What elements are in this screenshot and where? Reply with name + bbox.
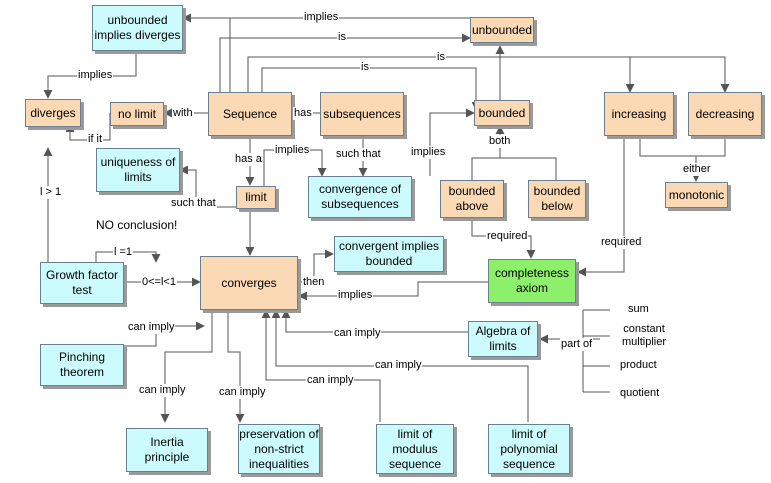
label-if-it: if it bbox=[87, 133, 104, 146]
label-implies-limit: implies bbox=[274, 144, 311, 157]
label-either: either bbox=[682, 163, 712, 176]
subsequences-node[interactable]: subsequences bbox=[320, 92, 404, 136]
label-required-2: required bbox=[600, 236, 643, 249]
inertia-principle-node[interactable]: Inertia principle bbox=[126, 428, 208, 472]
label-is-1: is bbox=[337, 31, 347, 44]
label-such-that-1: such that bbox=[335, 148, 382, 161]
convergence-of-subsequences-node[interactable]: convergence of subsequences bbox=[308, 176, 412, 218]
completeness-axiom-node[interactable]: completeness axiom bbox=[488, 259, 576, 303]
label-l-gt-1: l > 1 bbox=[39, 186, 63, 199]
label-is-2: is bbox=[436, 51, 446, 64]
monotonic-node[interactable]: monotonic bbox=[665, 182, 728, 208]
pinching-theorem-node[interactable]: Pinching theorem bbox=[40, 344, 124, 386]
growth-factor-test-node[interactable]: Growth factor test bbox=[40, 262, 124, 304]
bounded-above-node[interactable]: bounded above bbox=[440, 180, 504, 218]
label-part-of: part of bbox=[560, 338, 594, 351]
label-required-1: required bbox=[486, 230, 529, 243]
no-limit-node[interactable]: no limit bbox=[110, 102, 164, 126]
bounded-node[interactable]: bounded bbox=[474, 100, 530, 126]
algebra-part-constant-multiplier: constant multiplier bbox=[621, 323, 666, 348]
label-implies-converges: implies bbox=[337, 289, 374, 302]
algebra-part-quotient: quotient bbox=[620, 387, 660, 399]
unbounded-implies-diverges-node[interactable]: unbounded implies diverges bbox=[92, 5, 183, 51]
decreasing-node[interactable]: decreasing bbox=[688, 92, 762, 136]
label-can-imply-4: can imply bbox=[306, 374, 355, 387]
bounded-below-node[interactable]: bounded below bbox=[528, 180, 586, 218]
limit-node[interactable]: limit bbox=[236, 186, 276, 209]
limit-of-polynomial-node[interactable]: limit of polynomial sequence bbox=[488, 424, 570, 474]
label-then: then bbox=[302, 276, 326, 289]
label-such-that-2: such that bbox=[170, 197, 217, 210]
label-l-eq-1: l =1 bbox=[113, 246, 134, 259]
converges-node[interactable]: converges bbox=[200, 256, 298, 310]
preservation-node[interactable]: preservation of non-strict inequalities bbox=[238, 424, 320, 474]
algebra-part-sum: sum bbox=[628, 303, 649, 315]
label-l-range: 0<=l<1 bbox=[141, 276, 177, 289]
label-can-imply-1: can imply bbox=[127, 321, 176, 334]
label-implies-top: implies bbox=[303, 11, 340, 24]
label-with: with bbox=[172, 107, 194, 120]
label-can-imply-6: can imply bbox=[218, 386, 267, 399]
label-has-a: has a bbox=[234, 153, 263, 166]
label-implies-bounded: implies bbox=[410, 146, 447, 159]
label-implies-left: implies bbox=[77, 69, 114, 82]
increasing-node[interactable]: increasing bbox=[604, 92, 674, 136]
algebra-part-product: product bbox=[620, 359, 657, 371]
limit-of-modulus-node[interactable]: limit of modulus sequence bbox=[376, 424, 454, 474]
algebra-of-limits-node[interactable]: Algebra of limits bbox=[468, 321, 538, 357]
diverges-node[interactable]: diverges bbox=[25, 99, 81, 127]
unbounded-node[interactable]: unbounded bbox=[470, 17, 534, 43]
convergent-implies-bounded-node[interactable]: convergent implies bounded bbox=[334, 236, 444, 272]
label-can-imply-5: can imply bbox=[138, 384, 187, 397]
label-is-3: is bbox=[360, 61, 370, 74]
label-both: both bbox=[488, 135, 512, 148]
label-can-imply-3: can imply bbox=[374, 359, 423, 372]
label-has: has bbox=[293, 107, 313, 120]
no-conclusion-text: NO conclusion! bbox=[96, 218, 178, 232]
sequence-node[interactable]: Sequence bbox=[208, 92, 292, 136]
uniqueness-of-limits-node[interactable]: uniqueness of limits bbox=[96, 148, 180, 192]
label-can-imply-2: can imply bbox=[333, 327, 382, 340]
